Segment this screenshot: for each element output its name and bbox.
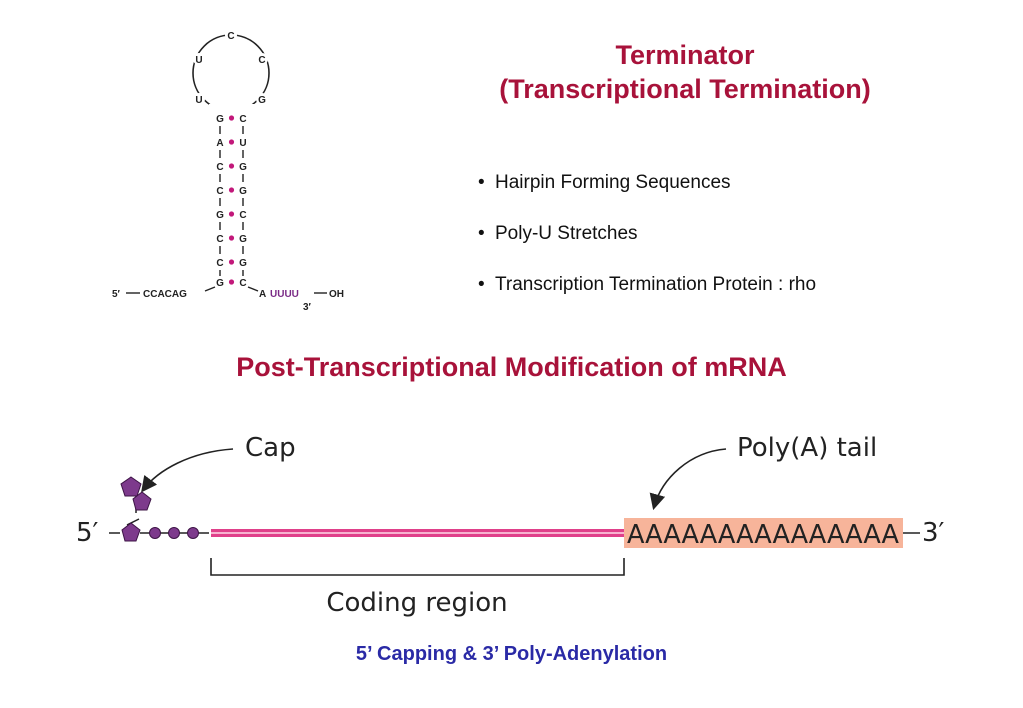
bullet-item: •Poly-U Stretches xyxy=(478,223,638,244)
hairpin-oh: OH xyxy=(329,289,344,300)
stem-left-base: C xyxy=(216,258,223,269)
coding-region-bracket xyxy=(210,558,625,576)
stem-right-base: G xyxy=(239,234,247,245)
stem-right-base: C xyxy=(239,278,246,289)
loop-top-base: C xyxy=(227,31,234,42)
coding-region-label: Coding region xyxy=(326,588,507,618)
terminator-title-line1: Terminator xyxy=(615,40,755,70)
loop-base: C xyxy=(258,55,265,66)
terminator-title-line2: (Transcriptional Termination) xyxy=(499,74,871,104)
stem-right-base: G xyxy=(239,258,247,269)
stem-left-base: C xyxy=(216,234,223,245)
loop-base: U xyxy=(195,95,202,106)
mrna-five-prime: 5′ xyxy=(76,518,99,548)
base-pair-dots xyxy=(228,115,235,285)
hairpin-five-prime: 5′ xyxy=(112,289,121,300)
bullet-dot-icon: • xyxy=(478,172,485,193)
hairpin-three-start: A xyxy=(259,289,266,300)
stem-left-base: C xyxy=(216,162,223,173)
stem-right-base: G xyxy=(239,162,247,173)
mrna-body xyxy=(211,529,624,537)
hairpin-diagram: C U U C G G A C C G C C G C U G G C G G … xyxy=(112,29,344,313)
stem-left-base: G xyxy=(216,210,224,221)
hairpin-five-seq: CCACAG xyxy=(143,289,187,300)
cap-arrow-icon xyxy=(141,448,234,493)
loop-base: U xyxy=(195,55,202,66)
stem-left-base: G xyxy=(216,114,224,125)
bullet-item: •Hairpin Forming Sequences xyxy=(478,172,731,193)
polya-sequence: AAAAAAAAAAAAAAA xyxy=(627,520,899,550)
stem-backbone xyxy=(219,126,244,276)
stem-left-base: G xyxy=(216,278,224,289)
stem-left-base: C xyxy=(216,186,223,197)
stem-right-base: C xyxy=(239,210,246,221)
bullet-dot-icon: • xyxy=(478,223,485,244)
cap-structure-icon xyxy=(109,476,209,542)
section-title: Post-Transcriptional Modification of mRN… xyxy=(236,352,787,382)
stem-right-base: C xyxy=(239,114,246,125)
polya-arrow-icon xyxy=(649,448,727,511)
polya-tail-box xyxy=(624,518,903,548)
loop-base: G xyxy=(258,95,266,106)
terminator-title: Terminator (Transcriptional Termination) xyxy=(440,38,930,106)
mrna-caption: 5’ Capping & 3’ Poly-Adenylation xyxy=(355,643,668,665)
bullet-dot-icon: • xyxy=(478,274,485,295)
polya-label: Poly(A) tail xyxy=(737,433,877,463)
stem-right-base: U xyxy=(239,138,246,149)
stem-left-base: A xyxy=(216,138,223,149)
terminator-bullet-list: •Hairpin Forming Sequences •Poly-U Stret… xyxy=(478,172,816,325)
mrna-three-prime: 3′ xyxy=(922,518,945,548)
stem-right-base: G xyxy=(239,186,247,197)
hairpin-three-prime: 3′ xyxy=(303,302,312,313)
hairpin-poly-u: UUUU xyxy=(270,289,299,300)
bullet-item: •Transcription Termination Protein : rho xyxy=(478,274,817,295)
cap-label: Cap xyxy=(245,433,296,463)
